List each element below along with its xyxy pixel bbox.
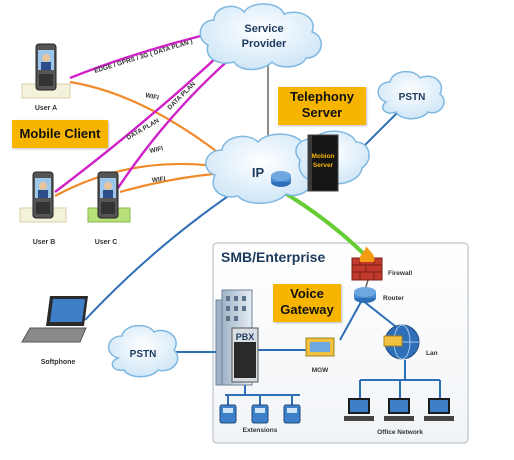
firewall: Firewall bbox=[351, 246, 412, 281]
wifi-a-label: WIFI bbox=[145, 92, 160, 102]
pstn-bottom-cloud: PSTN bbox=[108, 324, 179, 378]
firewall-label: Firewall bbox=[388, 270, 412, 277]
router-lan-link bbox=[361, 299, 401, 331]
data-plan-link-user-b bbox=[54, 44, 231, 193]
user-a-phone: User A bbox=[21, 43, 71, 112]
pbx-label: PBX bbox=[236, 332, 255, 342]
lan-globe: Lan bbox=[383, 324, 438, 360]
softphone-laptop: Softphone bbox=[21, 296, 88, 366]
office-computer bbox=[384, 398, 414, 421]
ip-router-icon bbox=[271, 171, 291, 187]
voice-gateway-label-2: Gateway bbox=[280, 302, 334, 317]
extension-phone bbox=[219, 404, 237, 424]
voice-gateway-label-1: Voice bbox=[290, 286, 324, 301]
mobile-client-label: Mobile Client bbox=[19, 126, 101, 141]
wifi-b-label: WIFI bbox=[149, 145, 164, 155]
lan-label: Lan bbox=[426, 350, 438, 357]
pstn-bottom-label: PSTN bbox=[130, 349, 157, 360]
lan-office-link bbox=[359, 360, 441, 398]
user-c-label: User C bbox=[95, 239, 118, 246]
router-label: Router bbox=[383, 295, 404, 302]
backbone-link bbox=[278, 188, 370, 260]
softphone-label: Softphone bbox=[41, 359, 76, 366]
edge-gprs-label: EDGE / GPRS / 3G ( DATA PLAN ) bbox=[94, 38, 194, 75]
extension-phone bbox=[283, 404, 301, 424]
mobion-server: Mobion Server bbox=[307, 134, 339, 192]
service-provider-label-2: Provider bbox=[242, 38, 287, 50]
user-a-label: User A bbox=[35, 105, 57, 112]
user-b-phone: User B bbox=[19, 171, 67, 246]
pbx-building: PBX bbox=[215, 289, 259, 386]
enterprise-router: Router bbox=[354, 287, 404, 303]
router-mgw-link bbox=[339, 299, 363, 341]
extension-phone bbox=[251, 404, 269, 424]
telephony-server-callout: Telephony Server bbox=[278, 87, 366, 125]
server-label-1: Mobion bbox=[311, 153, 334, 160]
pbx-extension-link bbox=[225, 385, 300, 405]
mgw-device: MGW bbox=[305, 337, 335, 374]
telephony-server-label-2: Server bbox=[301, 105, 343, 120]
service-provider-label-1: Service bbox=[244, 23, 283, 35]
service-provider-cloud: Service Provider bbox=[199, 3, 322, 71]
office-network: Office Network bbox=[344, 398, 454, 436]
ip-label: IP bbox=[252, 165, 265, 180]
server-label-2: Server bbox=[313, 162, 334, 169]
mgw-label: MGW bbox=[312, 367, 329, 374]
office-computer bbox=[424, 398, 454, 421]
data-plan-link-user-c bbox=[117, 49, 241, 189]
enterprise-title: SMB/Enterprise bbox=[221, 249, 325, 265]
office-computer bbox=[344, 398, 374, 421]
pstn-top-cloud: PSTN bbox=[377, 70, 445, 120]
fire-icon bbox=[359, 246, 375, 262]
extensions-label: Extensions bbox=[243, 427, 278, 434]
pstn-top-label: PSTN bbox=[399, 92, 426, 103]
office-network-label: Office Network bbox=[377, 429, 423, 436]
extensions: Extensions bbox=[219, 404, 301, 434]
telephony-server-label-1: Telephony bbox=[289, 89, 355, 104]
mobile-client-callout: Mobile Client bbox=[12, 120, 108, 148]
user-b-label: User B bbox=[33, 239, 56, 246]
wifi-c-label: WIFI bbox=[152, 176, 166, 184]
voice-gateway-callout: Voice Gateway bbox=[273, 284, 341, 322]
user-c-phone: User C bbox=[87, 171, 131, 246]
